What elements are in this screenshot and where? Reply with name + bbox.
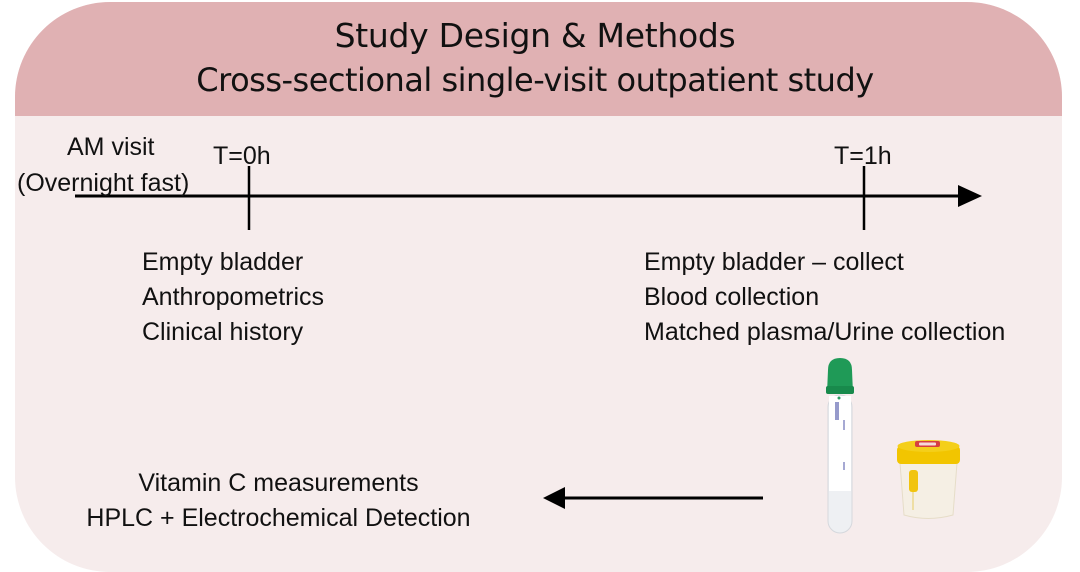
t0-step: Clinical history bbox=[142, 318, 304, 346]
t1-step: Blood collection bbox=[644, 283, 820, 311]
start-label-line1: AM visit bbox=[67, 133, 155, 161]
t0-step: Anthropometrics bbox=[142, 283, 325, 311]
urine-cup-icon bbox=[897, 440, 960, 519]
analysis-line1: Vitamin C measurements bbox=[138, 469, 419, 497]
timeline-graphics bbox=[75, 166, 982, 534]
analysis-line2: HPLC + Electrochemical Detection bbox=[86, 504, 471, 532]
blood-tube-icon bbox=[826, 358, 854, 534]
t1-label: T=1h bbox=[834, 142, 892, 170]
study-design-panel bbox=[15, 2, 1062, 572]
analysis-arrowhead-icon bbox=[543, 487, 565, 509]
t1-step: Matched plasma/Urine collection bbox=[644, 318, 1006, 346]
diagram-title: Study Design & Methods bbox=[334, 16, 736, 55]
diagram-subtitle: Cross-sectional single-visit outpatient … bbox=[196, 61, 874, 99]
timeline-arrowhead-icon bbox=[958, 185, 982, 207]
t0-label: T=0h bbox=[213, 142, 271, 170]
t1-step: Empty bladder – collect bbox=[644, 248, 904, 276]
start-label-line2: (Overnight fast) bbox=[17, 169, 190, 197]
header-band bbox=[15, 2, 1062, 116]
t0-step: Empty bladder bbox=[142, 248, 304, 276]
